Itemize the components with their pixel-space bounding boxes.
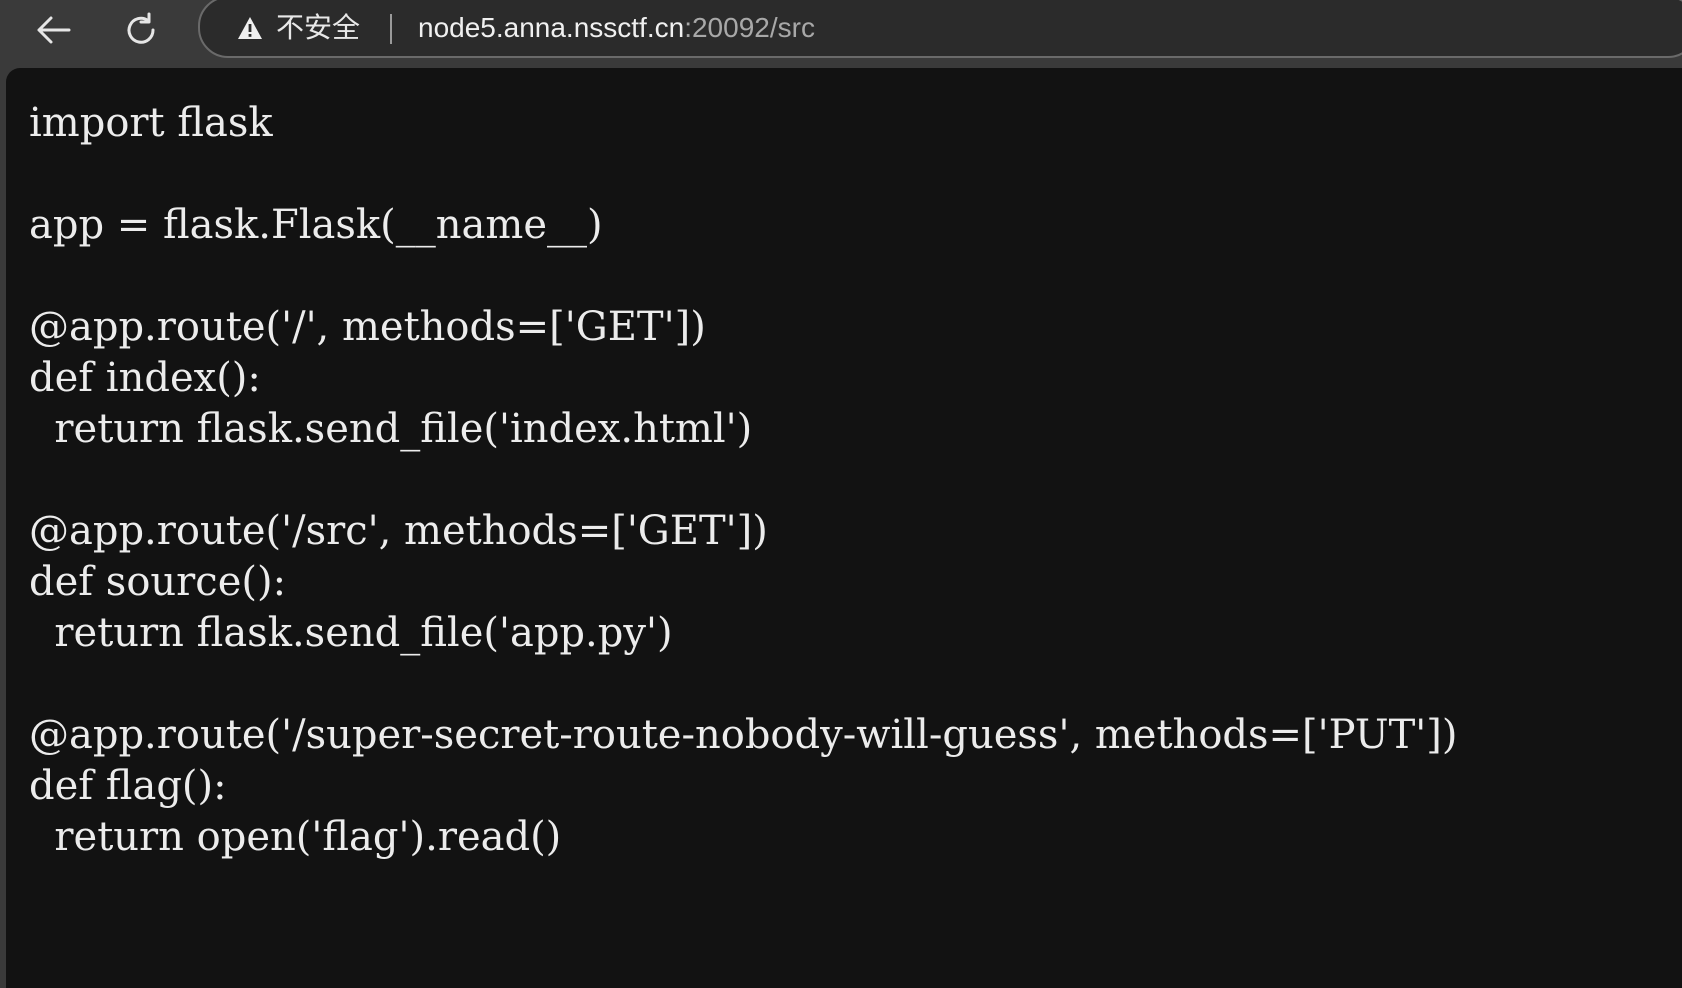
back-button[interactable] [28, 7, 78, 53]
address-divider [390, 14, 392, 44]
url-host: node5.anna.nssctf.cn [418, 12, 685, 43]
code-line [29, 251, 1457, 302]
browser-toolbar: 不安全 node5.anna.nssctf.cn:20092/src [0, 0, 1682, 62]
code-line: import flask [29, 100, 273, 146]
security-indicator[interactable]: 不安全 [236, 8, 360, 48]
code-line: def source(): [29, 559, 287, 605]
code-line: @app.route('/super-secret-route-nobody-w… [29, 712, 1458, 758]
source-code-block: import flask app = flask.Flask(__name__) @… [29, 98, 1457, 863]
address-bar[interactable]: 不安全 node5.anna.nssctf.cn:20092/src [198, 0, 1682, 58]
url-text[interactable]: node5.anna.nssctf.cn:20092/src [418, 8, 815, 48]
code-line: return flask.send_file('index.html') [29, 406, 753, 452]
code-line: @app.route('/src', methods=['GET']) [29, 508, 768, 554]
reload-button[interactable] [116, 7, 166, 53]
url-path: :20092/src [684, 12, 815, 43]
reload-icon [127, 12, 155, 44]
code-line: def index(): [29, 355, 261, 401]
page-content [6, 68, 1682, 988]
warning-triangle-icon [238, 17, 262, 39]
arrow-left-icon [37, 16, 71, 44]
code-line: return flask.send_file('app.py') [29, 610, 673, 656]
code-line: app = flask.Flask(__name__) [29, 202, 603, 248]
code-line [29, 659, 1457, 710]
security-label: 不安全 [276, 11, 361, 44]
code-line: def flag(): [29, 763, 227, 809]
code-line [29, 149, 1457, 200]
code-line: return open('flag').read() [29, 814, 562, 860]
code-line [29, 455, 1457, 506]
code-line: @app.route('/', methods=['GET']) [29, 304, 706, 350]
